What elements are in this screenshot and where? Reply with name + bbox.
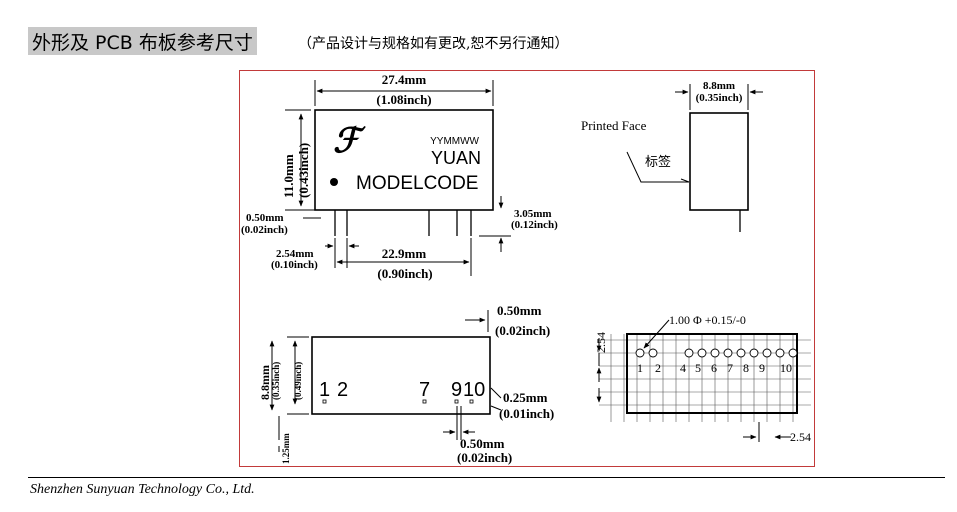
dimension-drawing: 27.4mm (1.08inch) 11.0mm (0.43inch) ℱ YY… xyxy=(241,72,811,465)
bottom-texts: 0.50mm (0.02inch) 8.8mm (0.35inch) (0.49… xyxy=(258,303,554,465)
section-subtitle: （产品设计与规格如有更改,恕不另行通知） xyxy=(298,36,569,52)
front-view xyxy=(285,80,511,276)
pcb-pin-label: 9 xyxy=(759,361,765,375)
bottom-row-inch: (0.49inch) xyxy=(293,362,303,400)
span-inch: (0.90inch) xyxy=(377,266,432,281)
pin-size-mm: 0.25mm xyxy=(503,390,548,405)
front-body xyxy=(314,109,494,211)
pin-thick-mm: 0.50mm xyxy=(246,212,284,224)
bottom-pin xyxy=(454,399,459,404)
bottom-pin-label: 10 xyxy=(463,379,485,401)
pcb-pin-label: 2 xyxy=(655,361,661,375)
bottom-pin-label: 1 xyxy=(319,379,330,401)
pin-len-mm: 3.05mm xyxy=(514,208,552,220)
pitch-inch: (0.10inch) xyxy=(271,259,318,271)
pcb-pin-label: 7 xyxy=(727,361,733,375)
side-width-mm: 8.8mm xyxy=(703,80,735,92)
pcb-pin-label: 6 xyxy=(711,361,717,375)
pcb-pin-label: 4 xyxy=(680,361,686,375)
pcb-pitch-h: 2.54 xyxy=(790,430,811,444)
pin-size-inch: (0.01inch) xyxy=(499,406,554,421)
pcb-texts: 1.00 Φ +0.15/-0 2.54 2.54 1 2 4 5 6 7 8 … xyxy=(594,313,811,444)
pcb-pin-label: 1 xyxy=(637,361,643,375)
pcb-outline xyxy=(626,333,798,414)
brand-logo-icon: ℱ xyxy=(333,123,366,160)
side-body xyxy=(689,112,749,211)
span-mm: 22.9mm xyxy=(382,246,427,261)
pcb-layout xyxy=(596,319,811,442)
bottom-pin-offset: 1.25mm xyxy=(281,433,291,464)
pitch-mm: 2.54mm xyxy=(276,248,314,260)
drawing-frame xyxy=(239,70,815,467)
bottom-pin-label: 9 xyxy=(451,379,462,401)
section-title-text: 外形及 PCB 布板参考尺寸 xyxy=(32,31,253,54)
date-code: YYMMWW xyxy=(430,136,479,147)
bottom-depth-mm: 8.8mm xyxy=(258,365,272,400)
section-title: 外形及 PCB 布板参考尺寸 xyxy=(28,27,257,55)
front-width-inch: (1.08inch) xyxy=(376,92,431,107)
pcb-grid xyxy=(599,334,811,422)
footer-company: Shenzhen Sunyuan Technology Co., Ltd. xyxy=(30,482,255,497)
pin-len-inch: (0.12inch) xyxy=(511,219,558,231)
pcb-pin-label: 10 xyxy=(780,361,792,375)
bottom-margin-mm: 0.50mm xyxy=(497,303,542,318)
label-cn: 标签 xyxy=(645,154,671,169)
bottom-pin xyxy=(469,399,474,404)
pin-gap-inch: (0.02inch) xyxy=(457,450,512,465)
bottom-pin-label: 2 xyxy=(337,379,348,401)
bottom-view xyxy=(269,310,502,452)
front-height-mm: 11.0mm xyxy=(281,154,296,198)
pcb-hole-label: 1.00 Φ +0.15/-0 xyxy=(669,313,746,327)
pcb-holes xyxy=(635,348,798,358)
bottom-margin-inch: (0.02inch) xyxy=(495,323,550,338)
front-width-mm: 27.4mm xyxy=(382,72,427,87)
front-texts: 27.4mm (1.08inch) 11.0mm (0.43inch) ℱ YY… xyxy=(241,72,558,281)
pin1-dot-icon xyxy=(330,178,338,186)
bottom-pin xyxy=(422,399,427,404)
bottom-pin-label: 7 xyxy=(419,379,430,401)
printed-face-label: Printed Face xyxy=(581,118,647,133)
pcb-pitch-v: 2.54 xyxy=(594,332,608,353)
footer-divider xyxy=(28,477,945,478)
brand-name: YUAN xyxy=(431,148,481,168)
bottom-pin xyxy=(322,399,327,404)
bottom-body xyxy=(311,336,491,415)
front-height-inch: (0.43inch) xyxy=(296,143,311,198)
model-code: MODELCODE xyxy=(356,173,478,194)
bottom-depth-inch: (0.35inch) xyxy=(271,362,281,400)
pin-thick-inch: (0.02inch) xyxy=(241,224,288,236)
pcb-pin-label: 8 xyxy=(743,361,749,375)
side-width-inch: (0.35inch) xyxy=(696,92,743,104)
side-view xyxy=(626,84,763,232)
pin-gap-mm: 0.50mm xyxy=(460,436,505,451)
side-texts: 8.8mm (0.35inch) Printed Face 标签 xyxy=(581,80,743,169)
pcb-pin-label: 5 xyxy=(695,361,701,375)
